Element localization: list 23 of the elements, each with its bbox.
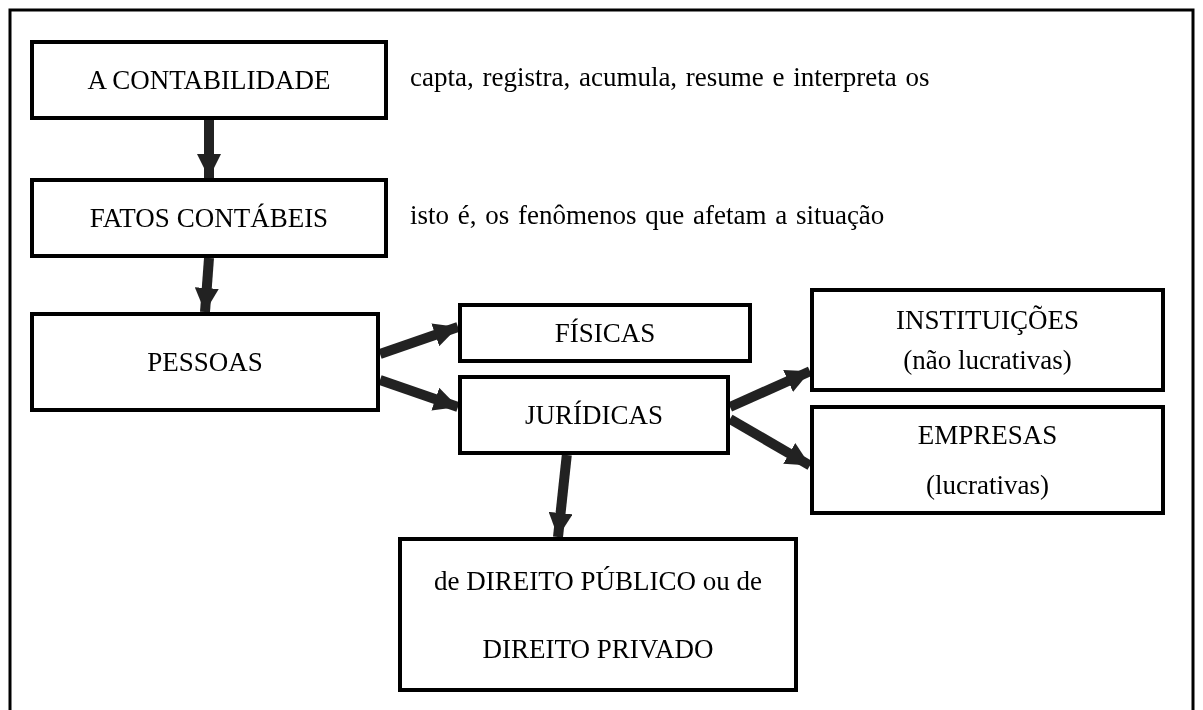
text-box (398, 537, 798, 692)
arrow (548, 454, 573, 538)
node-note: isto é, os fenômenos que afetam a situação (410, 200, 885, 231)
box-subtitle: (lucrativas) (926, 469, 1049, 502)
box-subtitle: (não lucrativas) (903, 344, 1072, 377)
text-box (458, 303, 752, 363)
box-title: de DIREITO PÚBLICO ou de DIREITO PRIVADO (433, 564, 763, 666)
text-box (458, 375, 730, 455)
arrow (194, 257, 219, 313)
text-box (810, 405, 1165, 515)
arrow (197, 120, 221, 178)
box-title: INSTITUIÇÕES (896, 303, 1079, 336)
box-title: PESSOAS (147, 345, 263, 379)
text-box (30, 312, 380, 412)
box-title: FÍSICAS (554, 316, 656, 350)
text-box (30, 178, 388, 258)
box-title: JURÍDICAS (525, 398, 663, 432)
node-note: capta, registra, acumula, resume e interpreta os (410, 62, 930, 93)
box-title: FATOS CONTÁBEIS (89, 201, 329, 235)
text-box (810, 288, 1165, 392)
box-title: EMPRESAS (917, 418, 1058, 451)
text-box (30, 40, 388, 120)
box-title: A CONTABILIDADE (87, 63, 331, 97)
